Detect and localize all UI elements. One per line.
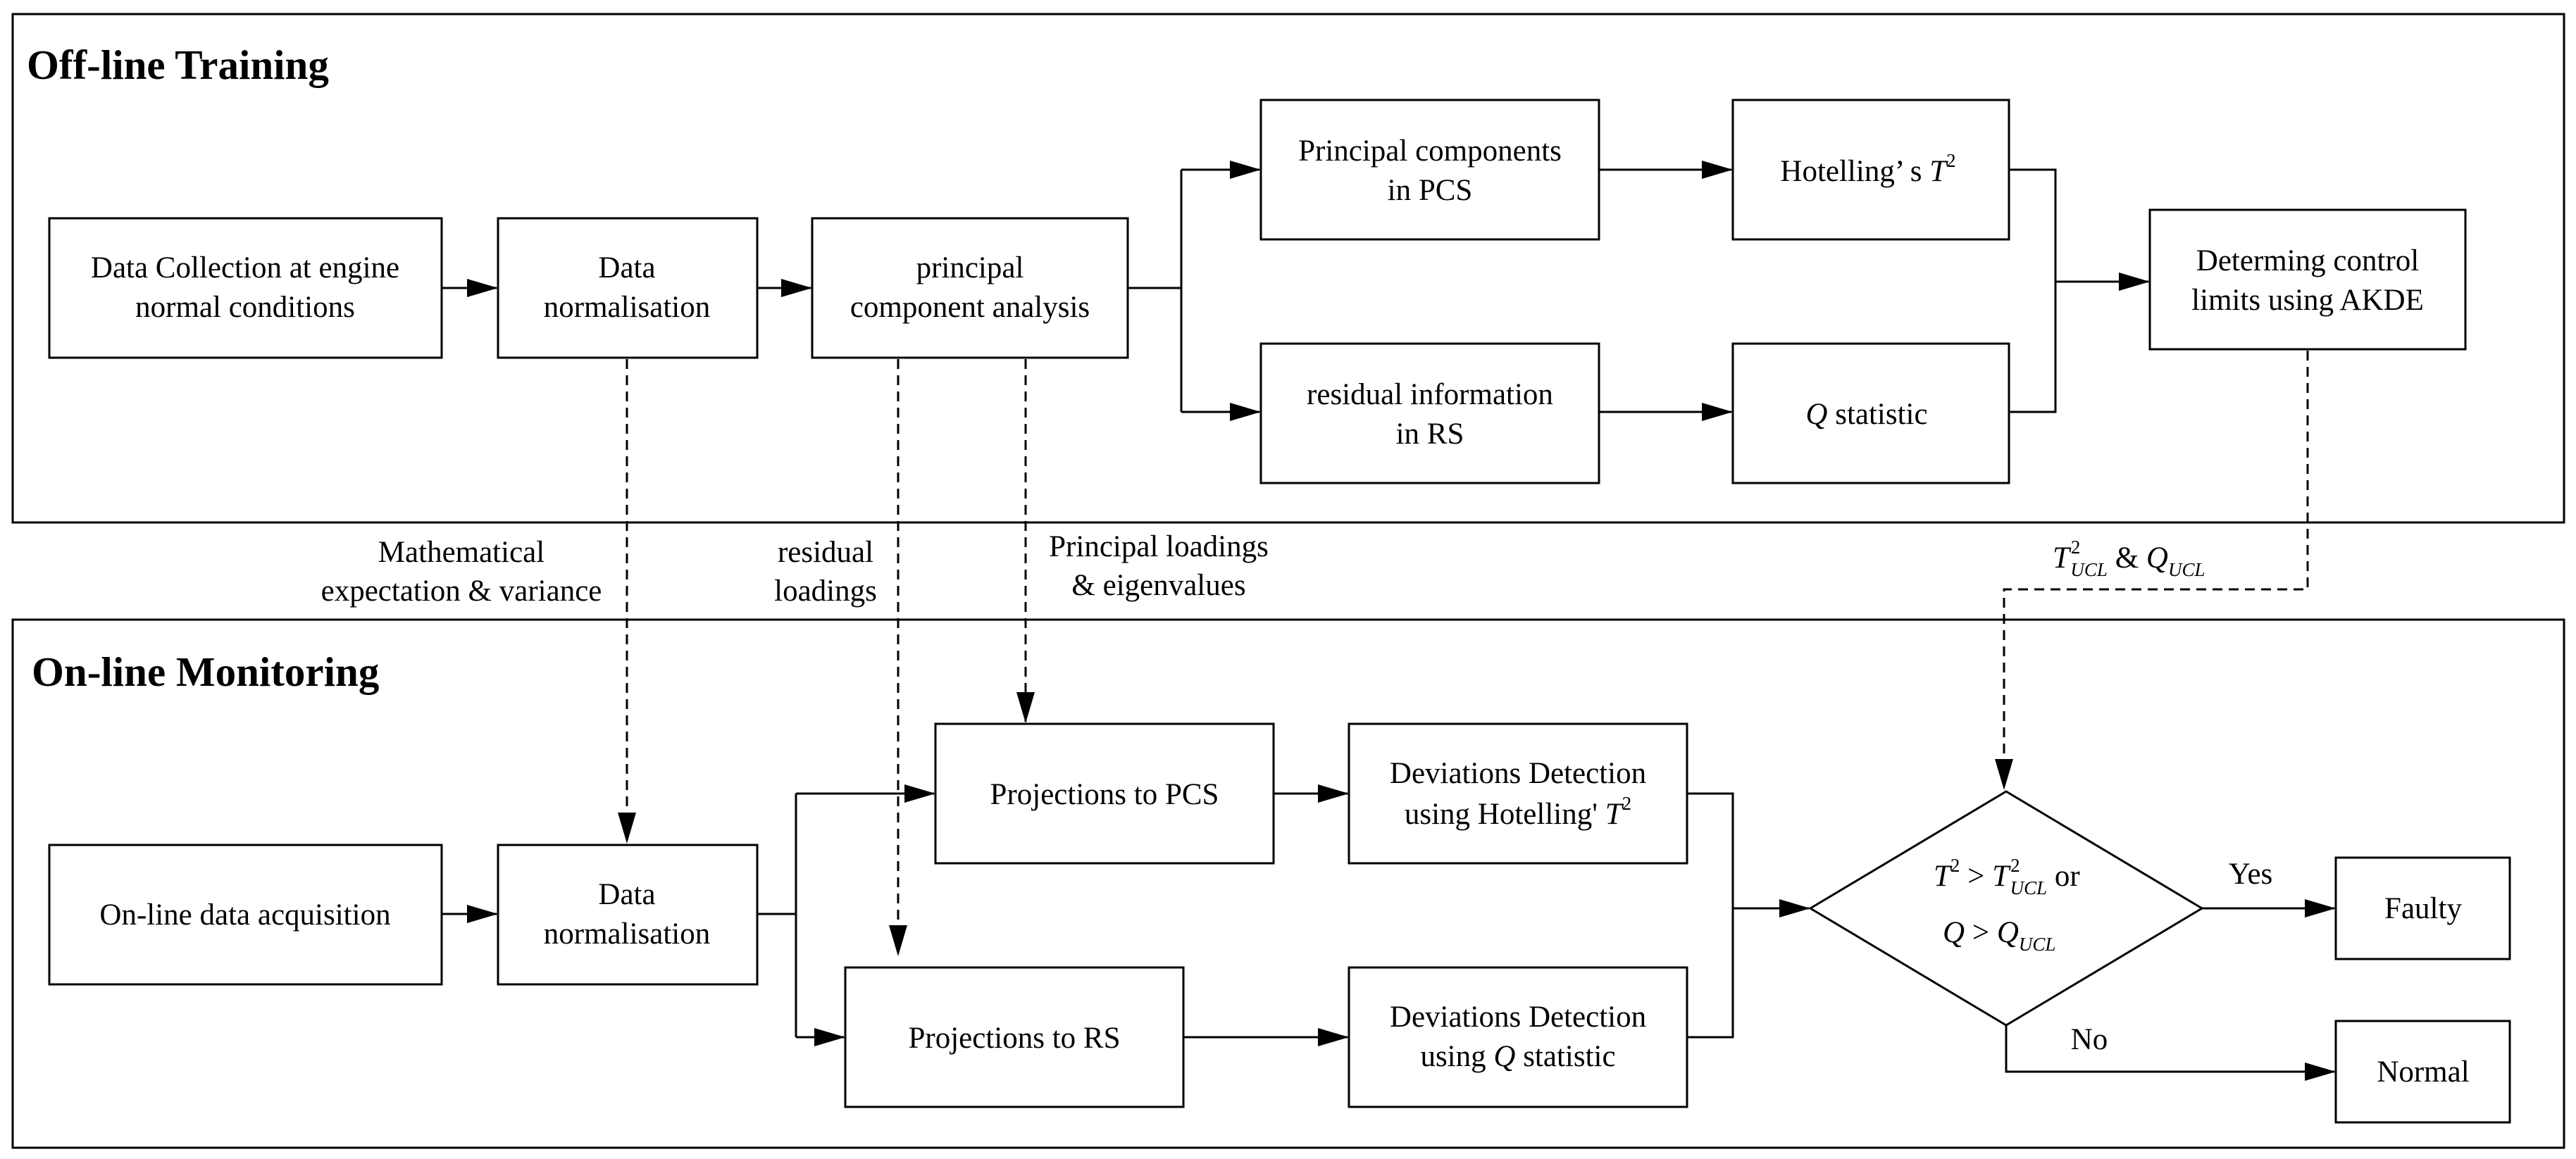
svg-text:Data: Data — [598, 878, 655, 911]
svg-text:Data: Data — [598, 251, 655, 284]
svg-text:Mathematical: Mathematical — [378, 536, 545, 569]
residual-information-box: residual information in RS — [1259, 342, 1600, 484]
svg-text:Principal loadings: Principal loadings — [1049, 530, 1269, 563]
svg-text:Deviations Detection: Deviations Detection — [1390, 1001, 1646, 1034]
hotelling-deviation-box: Deviations Detection using Hotelling' T2 — [1348, 722, 1688, 865]
svg-text:normalisation: normalisation — [544, 917, 710, 951]
faulty-box: Faulty — [2334, 856, 2511, 960]
svg-text:Projections to PCS: Projections to PCS — [990, 778, 1219, 811]
arrow-no-to-normal — [2005, 1025, 2336, 1081]
q-deviation-box: Deviations Detection using Q statistic — [1348, 966, 1688, 1108]
svg-text:& eigenvalues: & eigenvalues — [1071, 569, 1245, 602]
projections-pcs-box: Projections to PCS — [934, 722, 1275, 865]
control-limits-box: Determing control limits using AKDE — [2148, 208, 2467, 351]
mathematical-expectation-label: Mathematical expectation & variance — [321, 536, 602, 608]
online-data-acquisition-box: On-line data acquisition — [48, 844, 443, 986]
yes-label: Yes — [2229, 858, 2273, 891]
residual-loadings-label: residual loadings — [774, 536, 877, 608]
svg-text:normal conditions: normal conditions — [135, 291, 355, 324]
offline-data-collection-box: Data Collection at engine normal conditi… — [48, 217, 443, 359]
svg-text:Faulty: Faulty — [2384, 892, 2462, 925]
svg-text:limits using AKDE: limits using AKDE — [2191, 284, 2424, 317]
svg-text:using Hotelling' T2: using Hotelling' T2 — [1405, 793, 1631, 831]
principal-components-box: Principal components in PCS — [1259, 99, 1600, 241]
normal-box: Normal — [2334, 1020, 2511, 1124]
offline-training-title: Off-line Training — [27, 42, 329, 88]
online-data-normalisation-box: Data normalisation — [497, 844, 759, 986]
pca-split-connector — [1128, 170, 1183, 412]
svg-text:Data Collection at engine: Data Collection at engine — [91, 251, 399, 284]
svg-text:expectation & variance: expectation & variance — [321, 575, 602, 608]
svg-text:On-line data acquisition: On-line data acquisition — [99, 898, 390, 932]
svg-text:Principal components: Principal components — [1298, 134, 1562, 168]
q-statistic-box: Q statistic — [1731, 342, 2010, 484]
svg-text:Q > QUCL: Q > QUCL — [1943, 916, 2055, 955]
limits-merge-connector — [2009, 168, 2148, 413]
svg-text:normalisation: normalisation — [544, 291, 710, 324]
svg-text:residual: residual — [778, 536, 873, 569]
online-monitoring-title: On-line Monitoring — [32, 649, 379, 695]
deviation-merge-connector — [1687, 792, 1809, 1039]
svg-text:Determing control: Determing control — [2196, 244, 2419, 277]
offline-data-normalisation-box: Data normalisation — [497, 217, 759, 359]
svg-text:in RS: in RS — [1396, 418, 1464, 451]
no-label: No — [2071, 1023, 2108, 1056]
svg-text:Normal: Normal — [2377, 1055, 2469, 1089]
svg-text:principal: principal — [916, 251, 1024, 284]
svg-text:Projections to RS: Projections to RS — [908, 1022, 1120, 1055]
offline-training-panel — [11, 13, 2565, 524]
hotelling-t2-box: Hotelling’ s T2 — [1731, 99, 2010, 241]
principal-loadings-label: Principal loadings & eigenvalues — [1049, 530, 1269, 602]
svg-text:Deviations Detection: Deviations Detection — [1390, 757, 1646, 790]
online-split-connector — [757, 794, 797, 1037]
pca-box: principal component analysis — [811, 217, 1129, 359]
control-limits-link — [1995, 351, 2309, 790]
projections-rs-box: Projections to RS — [844, 966, 1185, 1108]
svg-text:in PCS: in PCS — [1388, 174, 1473, 207]
svg-text:Q statistic: Q statistic — [1805, 398, 1927, 431]
svg-text:using Q statistic: using Q statistic — [1420, 1040, 1615, 1073]
svg-text:component analysis: component analysis — [850, 291, 1090, 324]
online-monitoring-panel — [11, 618, 2565, 1149]
svg-text:Hotelling’ s T2: Hotelling’ s T2 — [1780, 150, 1955, 188]
svg-text:loadings: loadings — [774, 575, 877, 608]
svg-text:residual information: residual information — [1307, 378, 1553, 411]
